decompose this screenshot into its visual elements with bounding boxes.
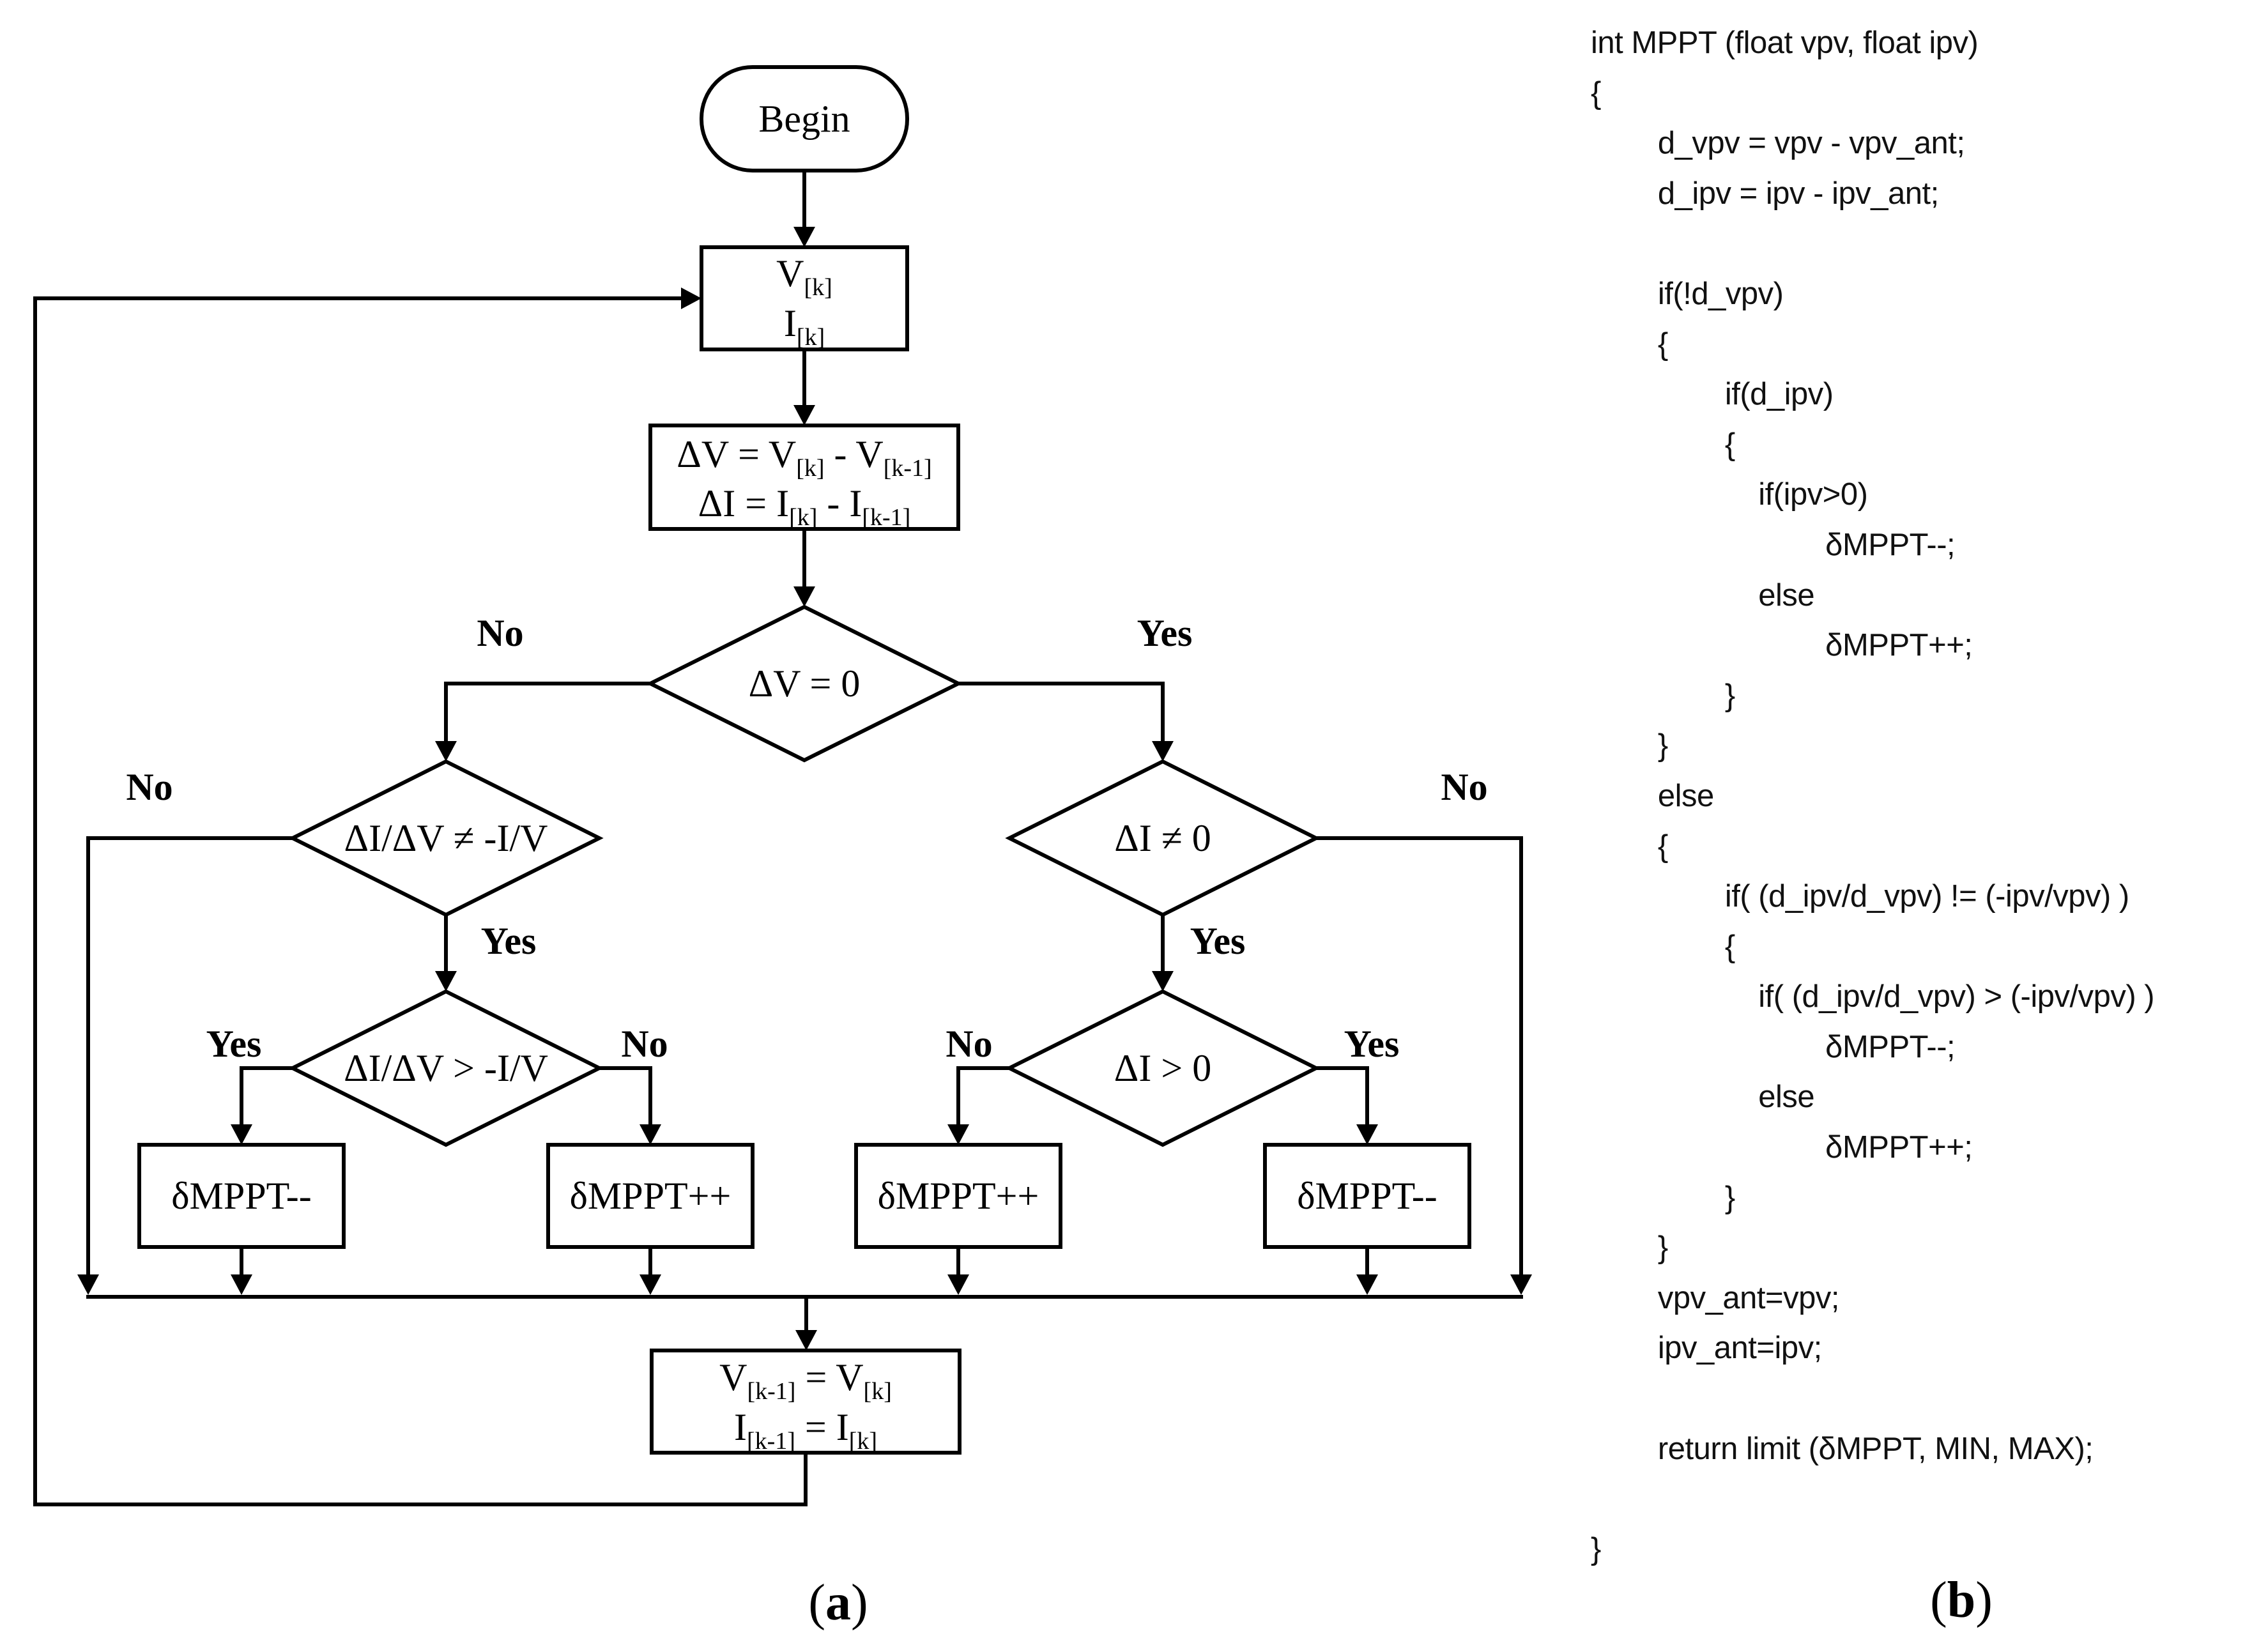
code-line (1591, 1474, 2242, 1524)
code-line (1591, 218, 2242, 269)
flow-line (444, 682, 650, 741)
read-i-label: I[k] (784, 302, 825, 351)
mppt-flowchart: Begin V[k] I[k] ΔV = V[k] - V[k-1] ΔI = … (33, 65, 1532, 1631)
action-decrement-left-label: δMPPT-- (171, 1175, 311, 1217)
action-increment-left-label: δMPPT++ (570, 1175, 732, 1217)
arrowhead (435, 971, 457, 991)
arrowhead (77, 1274, 99, 1295)
code-line: { (1591, 75, 1601, 111)
action-increment-left (546, 1143, 754, 1249)
arrowhead (793, 586, 815, 607)
no-label-right: No (1441, 766, 1487, 808)
code-line: { (1591, 326, 1668, 362)
code-line: return limit (δMPPT, MIN, MAX); (1591, 1431, 2094, 1466)
arrowhead (1152, 971, 1174, 991)
code-line: d_ipv = ipv - ipv_ant; (1591, 176, 1939, 211)
decision-dv-zero (646, 604, 963, 763)
yes-label-rr: Yes (1344, 1023, 1400, 1065)
code-line: { (1591, 829, 1668, 864)
update-i-label: I[k-1] = I[k] (734, 1406, 877, 1455)
code-line: } (1591, 1230, 1668, 1266)
arrowhead (640, 1124, 661, 1145)
action-decrement-left (137, 1143, 346, 1249)
begin-label: Begin (758, 98, 850, 140)
action-increment-right-label: δMPPT++ (878, 1175, 1039, 1217)
decision-ratio-gt (288, 989, 604, 1147)
code-line: d_vpv = vpv - vpv_ant; (1591, 126, 1965, 161)
code-line: int MPPT (float vpv, float ipv) (1591, 26, 1979, 60)
update-v-label: V[k-1] = V[k] (719, 1356, 892, 1405)
arrowhead (435, 741, 457, 761)
arrowhead (681, 287, 701, 309)
delta-box (648, 424, 960, 531)
arrowhead (793, 405, 815, 425)
arrowhead (947, 1274, 969, 1295)
decision-di-neq-label: ΔI ≠ 0 (1114, 817, 1211, 859)
arrowhead (1510, 1274, 1532, 1295)
yes-label-ll: Yes (206, 1023, 262, 1065)
caption-b: (b) (1930, 1572, 1993, 1628)
action-decrement-right (1263, 1143, 1471, 1249)
no-label-left: No (126, 766, 172, 808)
code-line: else (1591, 1080, 1815, 1115)
code-line: else (1591, 577, 1815, 613)
code-line: { (1591, 929, 1735, 964)
decision-ratio-neq-label: ΔI/ΔV ≠ -I/V (344, 817, 548, 859)
no-label-top: No (477, 612, 523, 654)
code-line: } (1591, 678, 1735, 713)
yes-label-top: Yes (1137, 612, 1193, 654)
code-line: ipv_ant=ipv; (1591, 1331, 1822, 1366)
code-line: δMPPT++; (1591, 1130, 1973, 1165)
flow-line (86, 836, 293, 1274)
code-line: else (1591, 778, 1714, 813)
code-line: { (1591, 427, 1735, 462)
code-line: vpv_ant=vpv; (1591, 1280, 1840, 1315)
arrowhead (231, 1274, 252, 1295)
read-vi-box (700, 245, 909, 351)
loop-back-line (33, 296, 808, 1506)
yes-label-right-mid: Yes (1190, 920, 1246, 962)
action-decrement-right-label: δMPPT-- (1297, 1175, 1437, 1217)
flow-line (1316, 836, 1523, 1274)
code-line: δMPPT--; (1591, 527, 1956, 562)
code-line: if( (d_ipv/d_vpv) > (-ipv/vpv) ) (1591, 979, 2155, 1014)
flow-line (240, 1066, 293, 1124)
decision-ratio-gt-label: ΔI/ΔV > -I/V (344, 1047, 548, 1089)
code-line: } (1591, 1531, 1601, 1566)
code-line: } (1591, 728, 1668, 763)
decision-di-gt-label: ΔI > 0 (1114, 1047, 1211, 1089)
read-v-label: V[k] (776, 252, 832, 301)
arrowhead (1356, 1124, 1378, 1145)
arrowhead (1356, 1274, 1378, 1295)
flow-line (1316, 1066, 1369, 1124)
code-line: } (1591, 1180, 1735, 1215)
arrowhead (1152, 741, 1174, 761)
no-label-lr: No (621, 1023, 668, 1065)
code-line: if(d_ipv) (1591, 377, 1834, 412)
decision-di-gt (1005, 989, 1321, 1147)
action-increment-right (854, 1143, 1062, 1249)
code-line: if(ipv>0) (1591, 477, 1868, 512)
code-line: δMPPT--; (1591, 1029, 1956, 1064)
code-line: δMPPT++; (1591, 628, 1973, 663)
flow-line (956, 1066, 1009, 1124)
update-box (650, 1349, 961, 1455)
flow-line (958, 682, 1165, 741)
yes-label-left-mid: Yes (481, 920, 537, 962)
delta-i-label: ΔI = I[k] - I[k-1] (698, 482, 911, 531)
no-label-rl: No (946, 1023, 992, 1065)
code-line: if(!d_vpv) (1591, 276, 1784, 311)
code-line: if( (d_ipv/d_vpv) != (-ipv/vpv) ) (1591, 879, 2129, 914)
decision-dv-zero-label: ΔV = 0 (749, 662, 861, 705)
arrowhead (795, 1330, 817, 1350)
arrowhead (947, 1124, 969, 1145)
code-line (1591, 1373, 2242, 1424)
arrowhead (793, 227, 815, 247)
delta-v-label: ΔV = V[k] - V[k-1] (677, 433, 931, 482)
caption-a: (a) (808, 1575, 868, 1631)
mppt-code-listing: int MPPT (float vpv, float ipv) { d_vpv =… (1591, 18, 2242, 1574)
arrowhead (640, 1274, 661, 1295)
flow-line (599, 1066, 652, 1124)
arrowhead (231, 1124, 252, 1145)
